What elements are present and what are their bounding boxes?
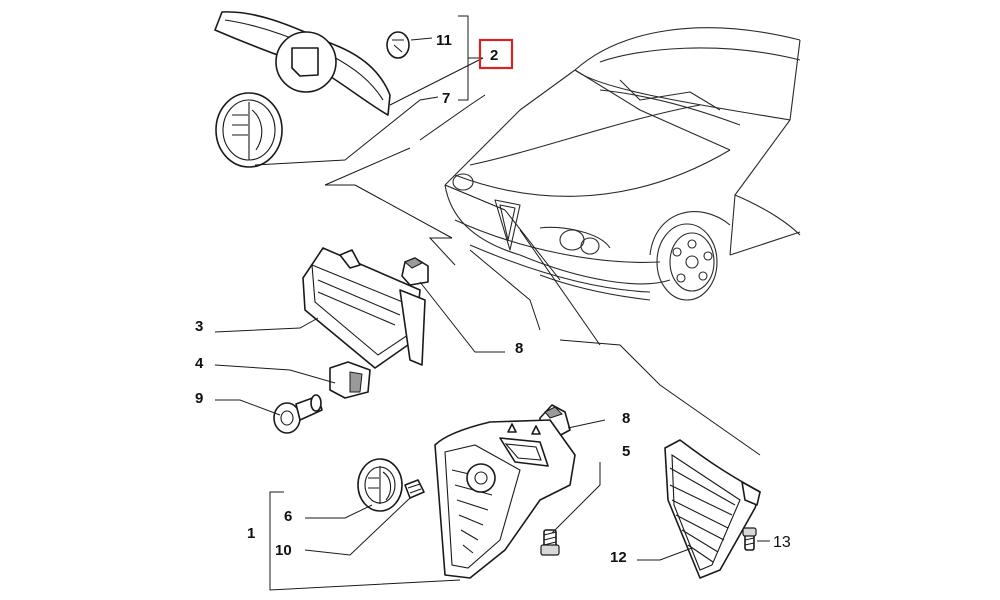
screw-part-13 [742, 527, 757, 551]
callout-8-lower: 8 [622, 410, 630, 427]
callout-2-highlight-box [478, 38, 514, 70]
grille-shield-part-1 [434, 419, 576, 579]
callout-labels: 11 2 7 3 8 4 9 8 5 6 1 10 12 13 [195, 32, 791, 566]
callout-2: 2 [490, 47, 498, 64]
round-badge-part-6 [357, 458, 403, 512]
callout-9: 9 [195, 390, 203, 407]
clip-part-8-upper [401, 257, 429, 286]
callout-5: 5 [622, 443, 630, 460]
callout-3: 3 [195, 318, 203, 335]
callout-10: 10 [275, 542, 292, 559]
grille-insert-part-12 [664, 439, 761, 579]
callout-12: 12 [610, 549, 627, 566]
callout-4: 4 [195, 355, 204, 372]
callout-8-upper: 8 [515, 340, 523, 357]
bolt-part-5 [540, 529, 560, 556]
car-outline [444, 27, 801, 301]
clip-part-4 [329, 361, 371, 399]
callout-13: 13 [773, 534, 791, 551]
callout-7: 7 [442, 90, 450, 107]
clip-part-10 [404, 479, 425, 499]
small-badge-part-11 [386, 31, 410, 59]
fastener-part-9 [273, 394, 323, 434]
callout-11: 11 [436, 32, 452, 49]
callout-6: 6 [284, 508, 292, 525]
leader-lines [214, 15, 770, 591]
emblem-bracket [214, 11, 391, 116]
callout-1: 1 [247, 525, 255, 542]
alfa-round-badge-part-7 [215, 92, 283, 168]
grille-bracket-part-3 [302, 247, 426, 369]
